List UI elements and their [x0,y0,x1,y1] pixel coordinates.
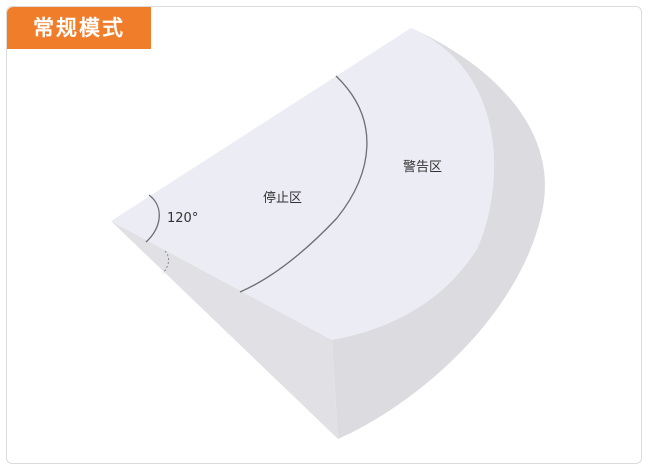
stop-zone-label: 停止区 [263,190,302,206]
warning-zone-label: 警告区 [403,159,442,175]
angle-label: 120° [167,211,198,226]
sector-diagram: 120° 停止区 警告区 [111,28,545,439]
sector-left-side-face [111,221,338,439]
sector-top-face [111,28,495,340]
zone-boundary-line [239,75,368,293]
mode-badge: 常规模式 [7,7,151,49]
angle-arc [145,194,160,243]
diagram-card: 120° 停止区 警告区 常规模式 [6,6,642,464]
